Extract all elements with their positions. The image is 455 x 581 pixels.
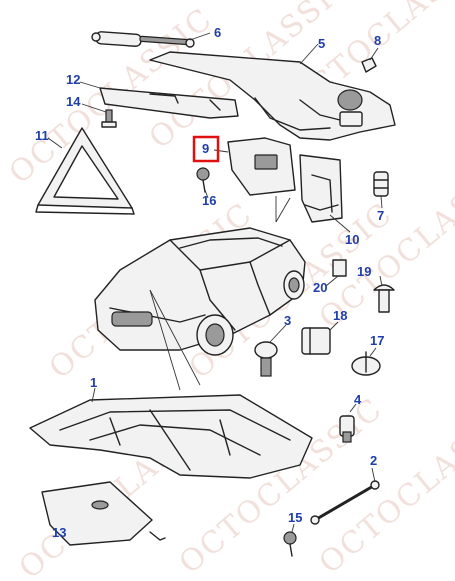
callout-11[interactable]: 11 bbox=[35, 128, 49, 143]
part-10-side-panel[interactable] bbox=[299, 154, 343, 223]
leader-line bbox=[204, 189, 209, 199]
callout-19[interactable]: 19 bbox=[357, 264, 371, 279]
callout-12[interactable]: 12 bbox=[66, 72, 80, 87]
leader-line bbox=[189, 32, 211, 41]
leader-line bbox=[275, 197, 291, 223]
part-6-gas-strut[interactable] bbox=[91, 31, 195, 48]
leader-line bbox=[371, 467, 376, 483]
callout-7[interactable]: 7 bbox=[377, 208, 384, 223]
callout-3[interactable]: 3 bbox=[284, 313, 291, 328]
leader-line bbox=[369, 47, 379, 61]
leader-line bbox=[47, 137, 63, 149]
callout-16[interactable]: 16 bbox=[202, 193, 216, 208]
part-7-bump-stop[interactable] bbox=[373, 171, 389, 197]
callout-14[interactable]: 14 bbox=[66, 94, 81, 109]
leader-line bbox=[81, 103, 107, 113]
callout-13[interactable]: 13 bbox=[52, 525, 66, 540]
part-14-fastener[interactable] bbox=[101, 109, 117, 128]
leader-line bbox=[149, 289, 201, 386]
leader-line bbox=[269, 324, 287, 343]
leader-line bbox=[91, 387, 96, 403]
part-3-grommet[interactable] bbox=[254, 341, 278, 377]
part-12-bracket[interactable] bbox=[99, 87, 239, 119]
selected-callout-highlight bbox=[192, 135, 220, 163]
part-8-clip[interactable] bbox=[361, 57, 377, 73]
callout-layer: 6 5 8 12 14 11 9 16 7 10 19 20 3 18 17 1… bbox=[35, 25, 384, 540]
leader-line bbox=[149, 289, 181, 391]
callout-5[interactable]: 5 bbox=[318, 36, 325, 51]
part-17-retainer[interactable] bbox=[351, 351, 381, 376]
leader-line bbox=[369, 347, 377, 357]
leader-line bbox=[329, 214, 351, 233]
part-15-screw[interactable] bbox=[283, 531, 297, 557]
leader-line bbox=[329, 321, 339, 331]
callout-1[interactable]: 1 bbox=[90, 375, 97, 390]
callout-4[interactable]: 4 bbox=[354, 392, 362, 407]
leader-line bbox=[380, 195, 383, 209]
callout-9[interactable]: 9 bbox=[202, 141, 209, 156]
callout-18[interactable]: 18 bbox=[333, 308, 347, 323]
callout-6[interactable]: 6 bbox=[214, 25, 221, 40]
leader-line bbox=[299, 43, 319, 65]
part-16-screw[interactable] bbox=[196, 167, 210, 193]
part-5-trim-panel[interactable] bbox=[149, 51, 396, 141]
part-11-warning-triangle[interactable] bbox=[35, 127, 135, 215]
leader-line bbox=[325, 275, 339, 287]
callout-10[interactable]: 10 bbox=[345, 232, 359, 247]
part-13-carpet-roll[interactable] bbox=[41, 481, 166, 546]
part-1-floor-covering[interactable] bbox=[29, 394, 313, 479]
callout-2[interactable]: 2 bbox=[370, 453, 377, 468]
leader-line bbox=[213, 149, 229, 153]
callout-15[interactable]: 15 bbox=[288, 510, 302, 525]
leader-line bbox=[379, 275, 383, 287]
part-18-connector[interactable] bbox=[301, 327, 331, 355]
callout-17[interactable]: 17 bbox=[370, 333, 384, 348]
part-9-trim-insert[interactable] bbox=[227, 137, 296, 196]
part-4-bolt-clip[interactable] bbox=[339, 415, 355, 443]
leader-line bbox=[291, 523, 295, 533]
part-20-label[interactable] bbox=[332, 259, 347, 277]
part-19-push-rivet[interactable] bbox=[373, 284, 395, 313]
vehicle-illustration bbox=[94, 227, 306, 356]
callout-20[interactable]: 20 bbox=[313, 280, 327, 295]
leader-line bbox=[349, 403, 357, 413]
leader-line bbox=[79, 81, 101, 89]
callout-8[interactable]: 8 bbox=[374, 33, 381, 48]
